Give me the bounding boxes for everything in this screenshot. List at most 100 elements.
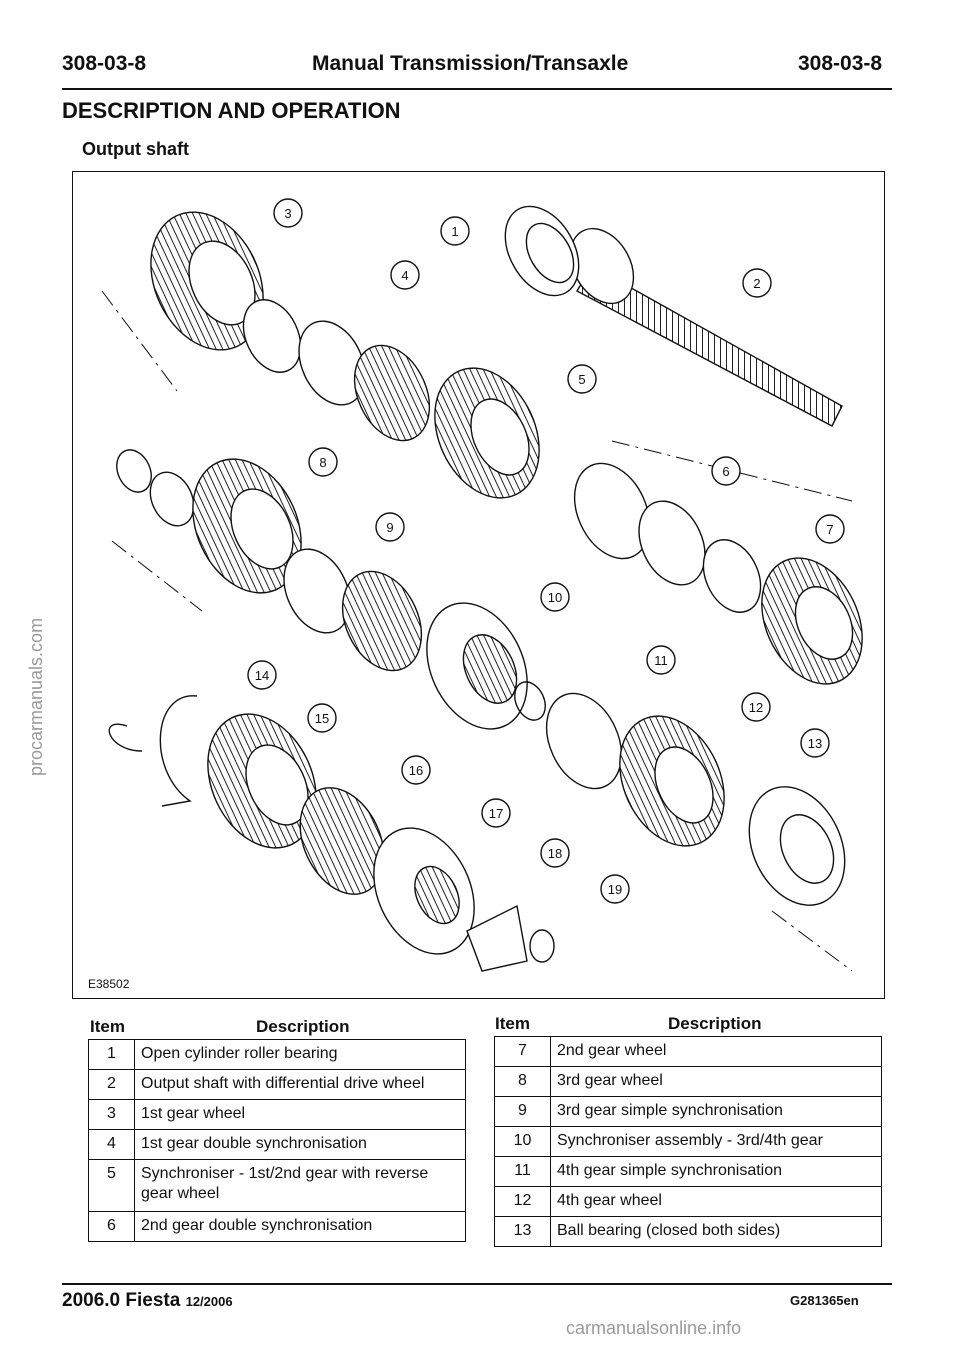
item-description: Output shaft with differential drive whe…	[134, 1069, 466, 1100]
item-number: 9	[494, 1096, 551, 1127]
callout-circle	[390, 260, 420, 290]
callout-number: 6	[722, 464, 729, 479]
retaining-plate	[466, 904, 528, 972]
table-right-header-item: Item	[495, 1014, 530, 1033]
sidebar-watermark: procarmanuals.com	[2, 540, 46, 780]
callout-circle	[247, 660, 277, 690]
sync-ring	[298, 320, 366, 406]
table-left-header-description: Description	[256, 1017, 350, 1036]
item-number: 10	[494, 1126, 551, 1157]
sync-ring	[341, 570, 423, 672]
item-number: 1	[88, 1039, 135, 1070]
callout-number: 15	[315, 711, 329, 726]
item-description: 1st gear wheel	[134, 1099, 466, 1130]
item-description: 4th gear simple synchronisation	[550, 1156, 882, 1187]
snap-ring	[149, 471, 195, 527]
callout-number: 13	[808, 736, 822, 751]
sync-ring	[242, 299, 302, 373]
callout-number: 16	[409, 763, 423, 778]
callout-number: 18	[548, 846, 562, 861]
item-number: 6	[88, 1211, 135, 1242]
callout-circle	[307, 703, 337, 733]
item-number: 12	[494, 1186, 551, 1217]
callout-number: 7	[826, 522, 833, 537]
footer-date: 12/2006	[185, 1294, 233, 1309]
footer-rule	[62, 1283, 892, 1285]
footer-doc-code: G281365en	[790, 1293, 859, 1308]
callout-circle	[401, 755, 431, 785]
sync-ring	[299, 787, 385, 895]
callout-circle	[540, 582, 570, 612]
item-description: Synchroniser - 1st/2nd gear with reverse…	[134, 1159, 466, 1212]
figure-id: E38502	[88, 977, 130, 991]
callout-circle	[375, 512, 405, 542]
callout-circle	[646, 645, 676, 675]
callout-circle	[481, 798, 511, 828]
subsection-title: Output shaft	[82, 139, 189, 159]
table-right-header-description: Description	[668, 1014, 762, 1033]
callout-number: 19	[608, 882, 622, 897]
roller-bearing	[504, 205, 580, 297]
callout-circle	[540, 838, 570, 868]
bottom-watermark: carmanualsonline.info	[566, 1318, 742, 1338]
callout-circle	[800, 728, 830, 758]
snap-ring	[116, 449, 152, 493]
callout-circle	[600, 874, 630, 904]
item-description: Open cylinder roller bearing	[134, 1039, 466, 1070]
differential-drive-wheel	[569, 227, 635, 305]
item-number: 11	[494, 1156, 551, 1187]
page-number-right: 308-03-8	[798, 52, 883, 75]
callout-number: 3	[284, 206, 291, 221]
callout-circle	[742, 268, 772, 298]
sidebar-watermark-text: procarmanuals.com	[26, 617, 46, 776]
callout-number: 10	[548, 590, 562, 605]
callout-number: 2	[753, 276, 760, 291]
item-number: 5	[88, 1159, 135, 1212]
item-description: Ball bearing (closed both sides)	[550, 1216, 882, 1247]
callout-circle	[440, 216, 470, 246]
snap-ring	[514, 681, 546, 721]
header-rule	[62, 88, 892, 90]
item-description: Synchroniser assembly - 3rd/4th gear	[550, 1126, 882, 1157]
callout-number: 9	[386, 520, 393, 535]
sync-ring	[702, 539, 762, 613]
callout-number: 14	[255, 668, 269, 683]
item-number: 8	[494, 1066, 551, 1097]
callout-circle	[815, 514, 845, 544]
sync-ring	[353, 344, 431, 442]
callout-circle	[308, 447, 338, 477]
item-description: 1st gear double synchronisation	[134, 1129, 466, 1160]
callout-circle	[567, 364, 597, 394]
ball-bearing	[748, 786, 846, 906]
item-description: 3rd gear wheel	[550, 1066, 882, 1097]
footer-model: 2006.0 Fiesta 12/2006	[62, 1290, 233, 1312]
item-description: 2nd gear wheel	[550, 1036, 882, 1067]
callout-circle	[711, 456, 741, 486]
item-number: 13	[494, 1216, 551, 1247]
callout-number: 4	[401, 268, 408, 283]
sync-ring	[638, 500, 706, 586]
sync-ring	[573, 462, 651, 560]
callout-circle	[273, 198, 303, 228]
callout-number: 5	[578, 372, 585, 387]
callout-circle	[741, 692, 771, 722]
table-left-header-item: Item	[90, 1017, 125, 1036]
section-title: DESCRIPTION AND OPERATION	[62, 98, 401, 123]
callout-number: 11	[654, 653, 668, 668]
item-number: 3	[88, 1099, 135, 1130]
